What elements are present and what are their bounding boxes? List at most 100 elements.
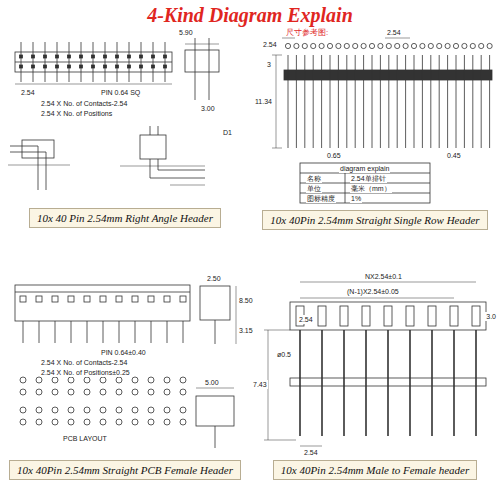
caption-box: 10x 40Pin 2.54mm Male to Female header (273, 460, 477, 480)
pin-stroke (395, 43, 400, 48)
pin-stroke (148, 419, 154, 425)
pin-stroke (36, 407, 42, 413)
pin-stroke (321, 55, 322, 148)
pin-stroke (132, 377, 138, 383)
pin-stroke (462, 43, 467, 48)
dimension-label: 2.54 (303, 448, 319, 457)
pin-stroke (285, 43, 290, 48)
pin-stroke (128, 65, 131, 68)
pin-stroke (128, 55, 131, 58)
dimension-label: PIN 0.64 SQ (100, 88, 141, 97)
pin-stroke (164, 419, 170, 425)
pin-stroke (180, 377, 186, 383)
pin-stroke (116, 419, 122, 425)
pin-stroke (148, 296, 154, 302)
pin-stroke (384, 306, 392, 326)
pin-stroke (338, 55, 339, 148)
pin-stroke (135, 321, 136, 343)
table-cell: 毫米（mm） (350, 184, 392, 193)
caption-text: 10x 40Pin 2.54mm Male to Female header (281, 464, 469, 476)
dimension-label: 2.50 (206, 274, 222, 283)
pin-stroke (151, 321, 152, 343)
pin-stroke (141, 42, 142, 82)
pin-stroke (405, 55, 406, 148)
pin-stroke (140, 55, 143, 58)
pin-stroke (296, 55, 297, 148)
pin-stroke (116, 407, 122, 413)
pin-stroke (346, 55, 347, 148)
pin-stroke (36, 377, 42, 383)
dimension-label: 2.54 (20, 88, 36, 97)
pin-stroke (153, 42, 154, 82)
dimension-label: 11.34 (254, 97, 273, 106)
pin-stroke (489, 55, 490, 148)
pin-stroke (52, 389, 58, 395)
pin-stroke (68, 407, 74, 413)
pin-stroke (180, 296, 186, 302)
pin-stroke (36, 419, 42, 425)
pin-stroke (148, 389, 154, 395)
pin-stroke (294, 43, 299, 48)
pin-stroke (39, 321, 40, 343)
pin-stroke (68, 65, 71, 68)
pin-stroke (420, 43, 425, 48)
pin-stroke (33, 42, 34, 82)
pin-stroke (92, 55, 95, 58)
pin-stroke (414, 55, 415, 148)
pin-stroke (311, 43, 316, 48)
pin-stroke (81, 42, 82, 82)
pin-stroke (119, 321, 120, 343)
pin-stroke (20, 65, 23, 68)
pin-stroke (353, 43, 358, 48)
dimension-label: 2.54 X No. of Contacts-2.54 (40, 99, 128, 108)
pin-stroke (44, 65, 47, 68)
pin-stroke (304, 55, 305, 148)
pin-stroke (36, 296, 42, 302)
dimension-label: PIN 0.64±0.40 (100, 348, 147, 357)
pin-stroke (365, 330, 367, 436)
dimension-label: 3.00 (200, 104, 216, 113)
dimension-label: 2.54 X No. of Positions (40, 109, 113, 118)
pin-stroke (388, 55, 389, 148)
pin-stroke (117, 42, 118, 82)
pin-stroke (439, 55, 440, 148)
dimension-label: 2.54 X No. of Contacts-2.54 (40, 358, 128, 367)
pin-stroke (152, 55, 155, 58)
male-female-housing (290, 302, 486, 330)
pin-stroke (68, 296, 74, 302)
pin-stroke (152, 65, 155, 68)
pin-stroke (470, 43, 475, 48)
pin-stroke (116, 296, 122, 302)
pin-stroke (319, 43, 324, 48)
pin-stroke (340, 306, 348, 326)
pin-stroke (52, 407, 58, 413)
pin-stroke (487, 43, 492, 48)
pin-stroke (132, 389, 138, 395)
pin-stroke (406, 306, 414, 326)
pin-stroke (344, 43, 349, 48)
female-housing (15, 285, 190, 321)
pin-stroke (428, 306, 436, 326)
pin-stroke (361, 43, 366, 48)
pin-stroke (84, 407, 90, 413)
dimension-label: 8.50 (238, 296, 254, 305)
pin-stroke (453, 330, 455, 436)
pin-stroke (387, 330, 389, 436)
pin-stroke (36, 389, 42, 395)
pin-stroke (472, 55, 473, 148)
dimension-label: 3 (266, 60, 272, 69)
pin-stroke (100, 407, 106, 413)
dimension-label: 2.54 (262, 40, 278, 49)
dimension-label: 5.90 (178, 28, 194, 37)
pin-stroke (100, 419, 106, 425)
pin-stroke (148, 377, 154, 383)
pin-stroke (87, 321, 88, 343)
pin-stroke (183, 321, 184, 343)
pin-stroke (409, 330, 411, 436)
pin-stroke (164, 65, 167, 68)
dimension-label: D1 (222, 128, 233, 137)
pin-stroke (103, 321, 104, 343)
pin-stroke (92, 65, 95, 68)
housing-end-view (185, 50, 219, 72)
pin-stroke (55, 321, 56, 343)
